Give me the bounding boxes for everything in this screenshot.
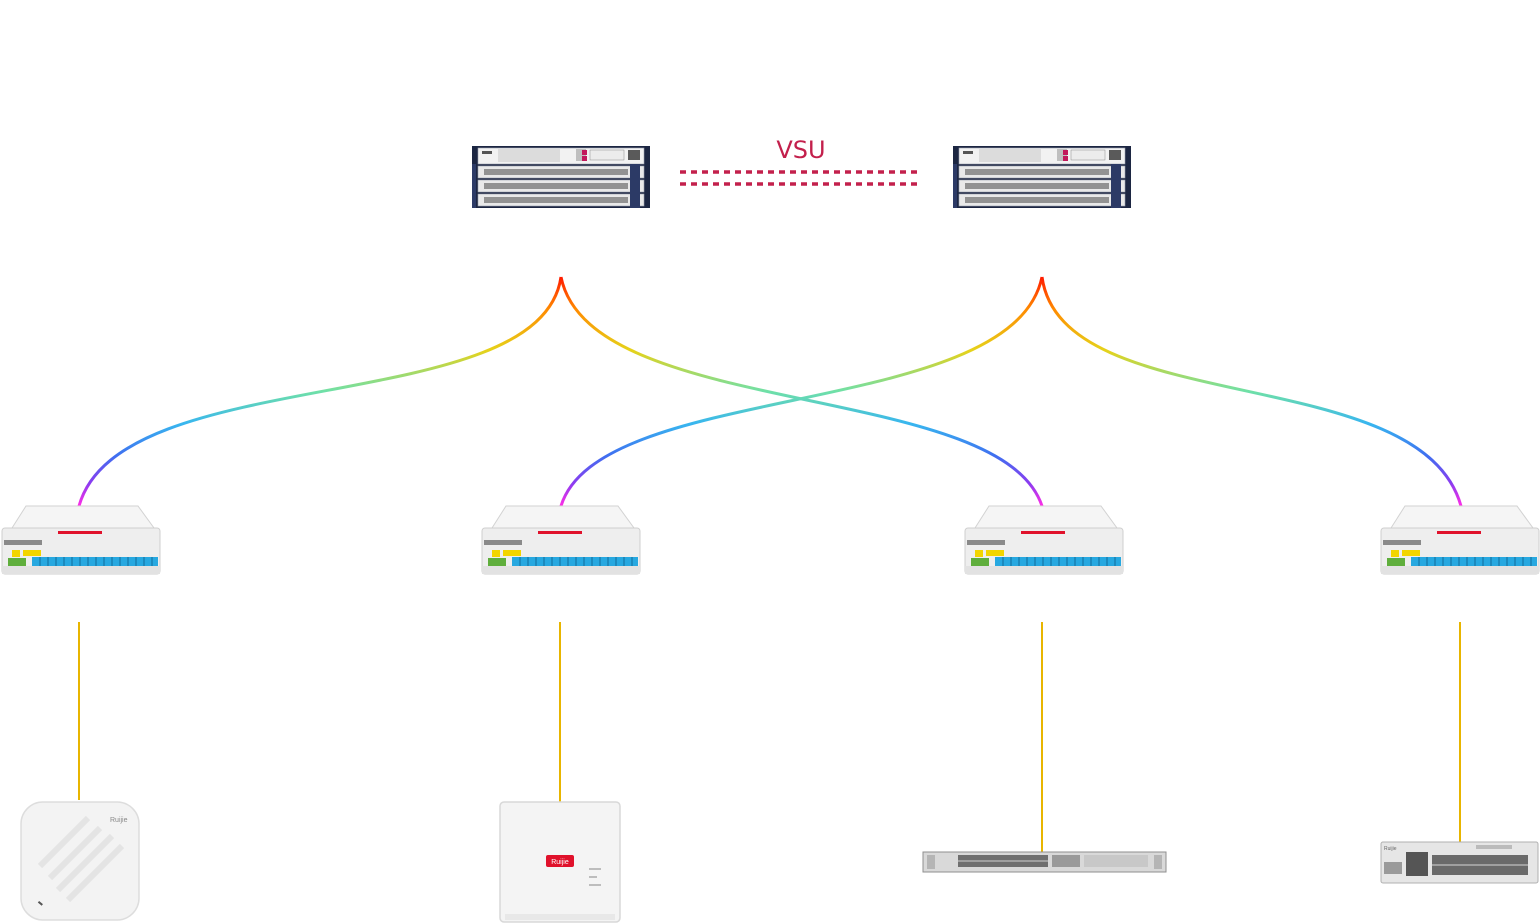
ceiling-ap[interactable]: Ruijie [20,801,140,921]
desktop-switch[interactable]: Ruijie [1380,841,1539,884]
uplink-left-to-splitter-3 [559,276,1044,507]
rack-switch[interactable] [922,851,1167,873]
splitter-4[interactable] [1380,505,1540,575]
splitter-2[interactable] [481,505,641,575]
uplink-fibers [77,276,1463,507]
vsu-link: VSU [680,136,922,186]
ceiling-ap-logo: Ruijie [110,817,128,824]
uplink-right-to-splitter-4 [1040,276,1463,507]
core-switch-left[interactable] [471,145,651,209]
wall-ap-logo: Ruijie [551,859,569,866]
splitter-3[interactable] [964,505,1124,575]
splitter-1[interactable] [1,505,161,575]
uplink-right-to-splitter-2 [559,276,1044,507]
desktop-switch-logo: Ruijie [1384,846,1397,852]
vsu-label: VSU [776,136,825,164]
core-switch-right[interactable] [952,145,1132,209]
wall-ap[interactable]: Ruijie [499,801,621,923]
drop-cables [78,622,1461,852]
uplink-left-to-splitter-1 [77,276,563,507]
